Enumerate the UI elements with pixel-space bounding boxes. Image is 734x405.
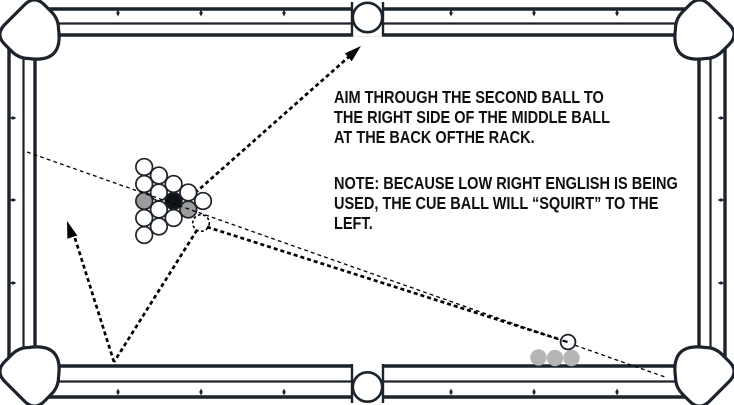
side-pocket-bottom-hole (353, 372, 382, 401)
rack-ball (151, 184, 168, 201)
note-line-1: NOTE: BECAUSE LOW RIGHT ENGLISH IS BEING (334, 173, 678, 193)
side-pocket-bottom (352, 364, 383, 404)
rack-ball (180, 184, 197, 201)
rack-ball (165, 210, 182, 227)
aim-line-1: AIM THROUGH THE SECOND BALL TO (334, 87, 678, 107)
note-line-2: USED, THE CUE BALL WILL “SQUIRT” TO THE (334, 193, 678, 213)
note-line-3: LEFT. (334, 213, 678, 233)
squirt-note: NOTE: BECAUSE LOW RIGHT ENGLISH IS BEING… (334, 173, 678, 233)
rack-ball (165, 176, 182, 193)
rack-ball (151, 167, 168, 184)
object-ball-gray (547, 350, 563, 366)
rack-ball (136, 159, 153, 176)
rack-ball (136, 176, 153, 193)
annotation-text: AIM THROUGH THE SECOND BALL TO THE RIGHT… (334, 87, 678, 233)
object-ball-gray (530, 349, 546, 365)
rack-ball (151, 218, 168, 235)
rack-ball (136, 227, 153, 244)
rack-ball (195, 193, 212, 210)
rack-ball (151, 201, 168, 218)
side-pocket-top-hole (353, 3, 382, 32)
object-ball-gray (563, 350, 579, 366)
aim-instruction: AIM THROUGH THE SECOND BALL TO THE RIGHT… (334, 87, 678, 147)
side-pocket-top (352, 1, 383, 37)
aim-line-2: THE RIGHT SIDE OF THE MIDDLE BALL (334, 107, 678, 127)
cue-ball (561, 335, 576, 350)
aim-line-3: AT THE BACK OFTHE RACK. (334, 127, 678, 147)
rack-ball (136, 210, 153, 227)
rack-ball-gray (136, 193, 153, 210)
